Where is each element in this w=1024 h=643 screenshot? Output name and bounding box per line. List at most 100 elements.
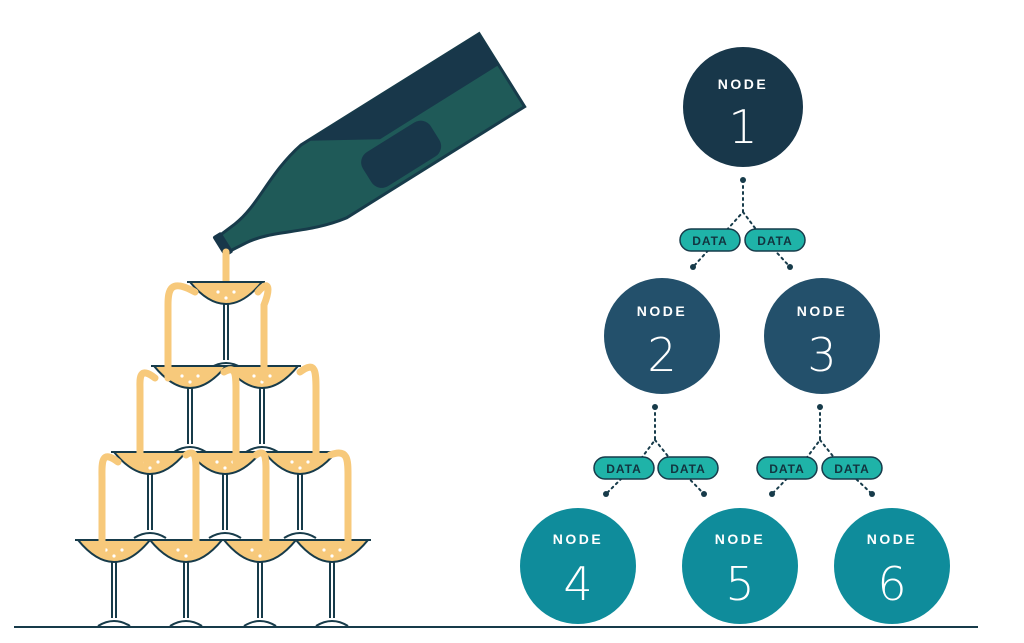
- data-pill-3-5-shape: [756, 456, 818, 480]
- data-pill-1-3-shape: [744, 228, 806, 252]
- edge-dot-2: [690, 264, 696, 270]
- node-6-label: NODE: [867, 531, 917, 547]
- glass-bowl: [221, 539, 299, 563]
- glass-bubble: [224, 296, 228, 300]
- data-pill-2-4: DATA: [593, 456, 655, 480]
- champagne-glass-8: [147, 539, 225, 627]
- glass-foot: [169, 620, 203, 627]
- node-2: NODE 2: [604, 278, 720, 394]
- node-6-circle: [834, 508, 950, 624]
- node-5-label: NODE: [715, 531, 765, 547]
- node-2-circle: [604, 278, 720, 394]
- edge-connector-1: [692, 179, 744, 268]
- glass-bubble: [196, 374, 200, 378]
- edge-dot-1: [740, 177, 746, 183]
- glass-bubble: [250, 548, 254, 552]
- data-pill-1-3-label: DATA: [757, 234, 793, 248]
- node-2-number: 2: [647, 328, 676, 382]
- glass-bubble: [216, 290, 220, 294]
- glass-foot: [133, 532, 167, 539]
- champagne-glass-10: [293, 539, 371, 627]
- glass-bubble: [268, 374, 272, 378]
- edge-dot-8: [769, 491, 775, 497]
- glass-bowl: [75, 539, 153, 563]
- champagne-glass-2: [151, 365, 229, 453]
- node-3-circle: [764, 278, 880, 394]
- glass-bubble: [290, 460, 294, 464]
- node-6-number: 6: [877, 557, 906, 611]
- node-4-label: NODE: [553, 531, 603, 547]
- data-pill-3-5: DATA: [756, 456, 818, 480]
- glass-bubble: [322, 548, 326, 552]
- champagne-glass-1: [187, 281, 265, 369]
- bottle-label: [361, 120, 442, 188]
- node-3-label: NODE: [797, 303, 847, 319]
- overflow-streams: [98, 282, 352, 554]
- glass-bubble: [176, 548, 180, 552]
- glass-foot: [208, 532, 242, 539]
- glass-bubble: [298, 466, 302, 470]
- node-5-number: 5: [725, 557, 754, 611]
- data-pill-2-5: DATA: [657, 456, 719, 480]
- champagne-glass-7: [75, 539, 153, 627]
- glass-bubble: [112, 554, 116, 558]
- glass-foot: [245, 446, 279, 453]
- glass-foot: [243, 620, 277, 627]
- data-pill-1-3: DATA: [744, 228, 806, 252]
- node-5: NODE 5: [682, 508, 798, 624]
- glass-bubble: [188, 380, 192, 384]
- edge-dot-5: [603, 491, 609, 497]
- edge-dot-6: [701, 491, 707, 497]
- node-6: NODE 6: [834, 508, 950, 624]
- glass-bubble: [156, 460, 160, 464]
- glass-bubble: [148, 466, 152, 470]
- edge-dot-4: [652, 404, 658, 410]
- edge-dot-3: [787, 264, 793, 270]
- glass-bubble: [306, 460, 310, 464]
- edge-connector-5: [771, 406, 821, 495]
- glass-foot: [315, 620, 349, 627]
- node-1-number: 1: [728, 100, 757, 154]
- edge-dot-7: [817, 404, 823, 410]
- glass-bubble: [338, 548, 342, 552]
- data-pill-2-5-label: DATA: [670, 462, 706, 476]
- champagne-bottle: [213, 31, 527, 257]
- glass-bubble: [180, 374, 184, 378]
- glass-bowl: [151, 365, 229, 389]
- node-1-circle: [683, 47, 803, 167]
- champagne-glass-6: [261, 451, 339, 539]
- data-pill-1-2: DATA: [679, 228, 741, 252]
- node-1-label: NODE: [718, 76, 768, 92]
- node-4-circle: [520, 508, 636, 624]
- champagne-glass-4: [111, 451, 189, 539]
- edge-dot-9: [869, 491, 875, 497]
- data-pill-3-6-label: DATA: [834, 462, 870, 476]
- glass-bowl: [147, 539, 225, 563]
- edge-connector-3: [605, 406, 656, 495]
- glass-tower: [75, 281, 371, 627]
- node-2-label: NODE: [637, 303, 687, 319]
- data-pill-2-5-shape: [657, 456, 719, 480]
- champagne-glass-9: [221, 539, 299, 627]
- glass-bowl: [261, 451, 339, 475]
- glass-bubble: [223, 466, 227, 470]
- node-3-number: 3: [807, 328, 836, 382]
- glass-bubble: [258, 554, 262, 558]
- glass-bowl: [187, 281, 265, 305]
- node-4: NODE 4: [520, 508, 636, 624]
- node-5-circle: [682, 508, 798, 624]
- data-pill-1-2-shape: [679, 228, 741, 252]
- node-1: NODE 1: [683, 47, 803, 167]
- glass-foot: [283, 532, 317, 539]
- data-pill-3-5-label: DATA: [769, 462, 805, 476]
- data-pill-2-4-shape: [593, 456, 655, 480]
- glass-foot: [97, 620, 131, 627]
- glass-foot: [173, 446, 207, 453]
- data-pill-3-6: DATA: [821, 456, 883, 480]
- data-pill-2-4-label: DATA: [606, 462, 642, 476]
- glass-bowl: [186, 451, 264, 475]
- data-pill-3-6-shape: [821, 456, 883, 480]
- glass-bubble: [215, 460, 219, 464]
- glass-bowl: [111, 451, 189, 475]
